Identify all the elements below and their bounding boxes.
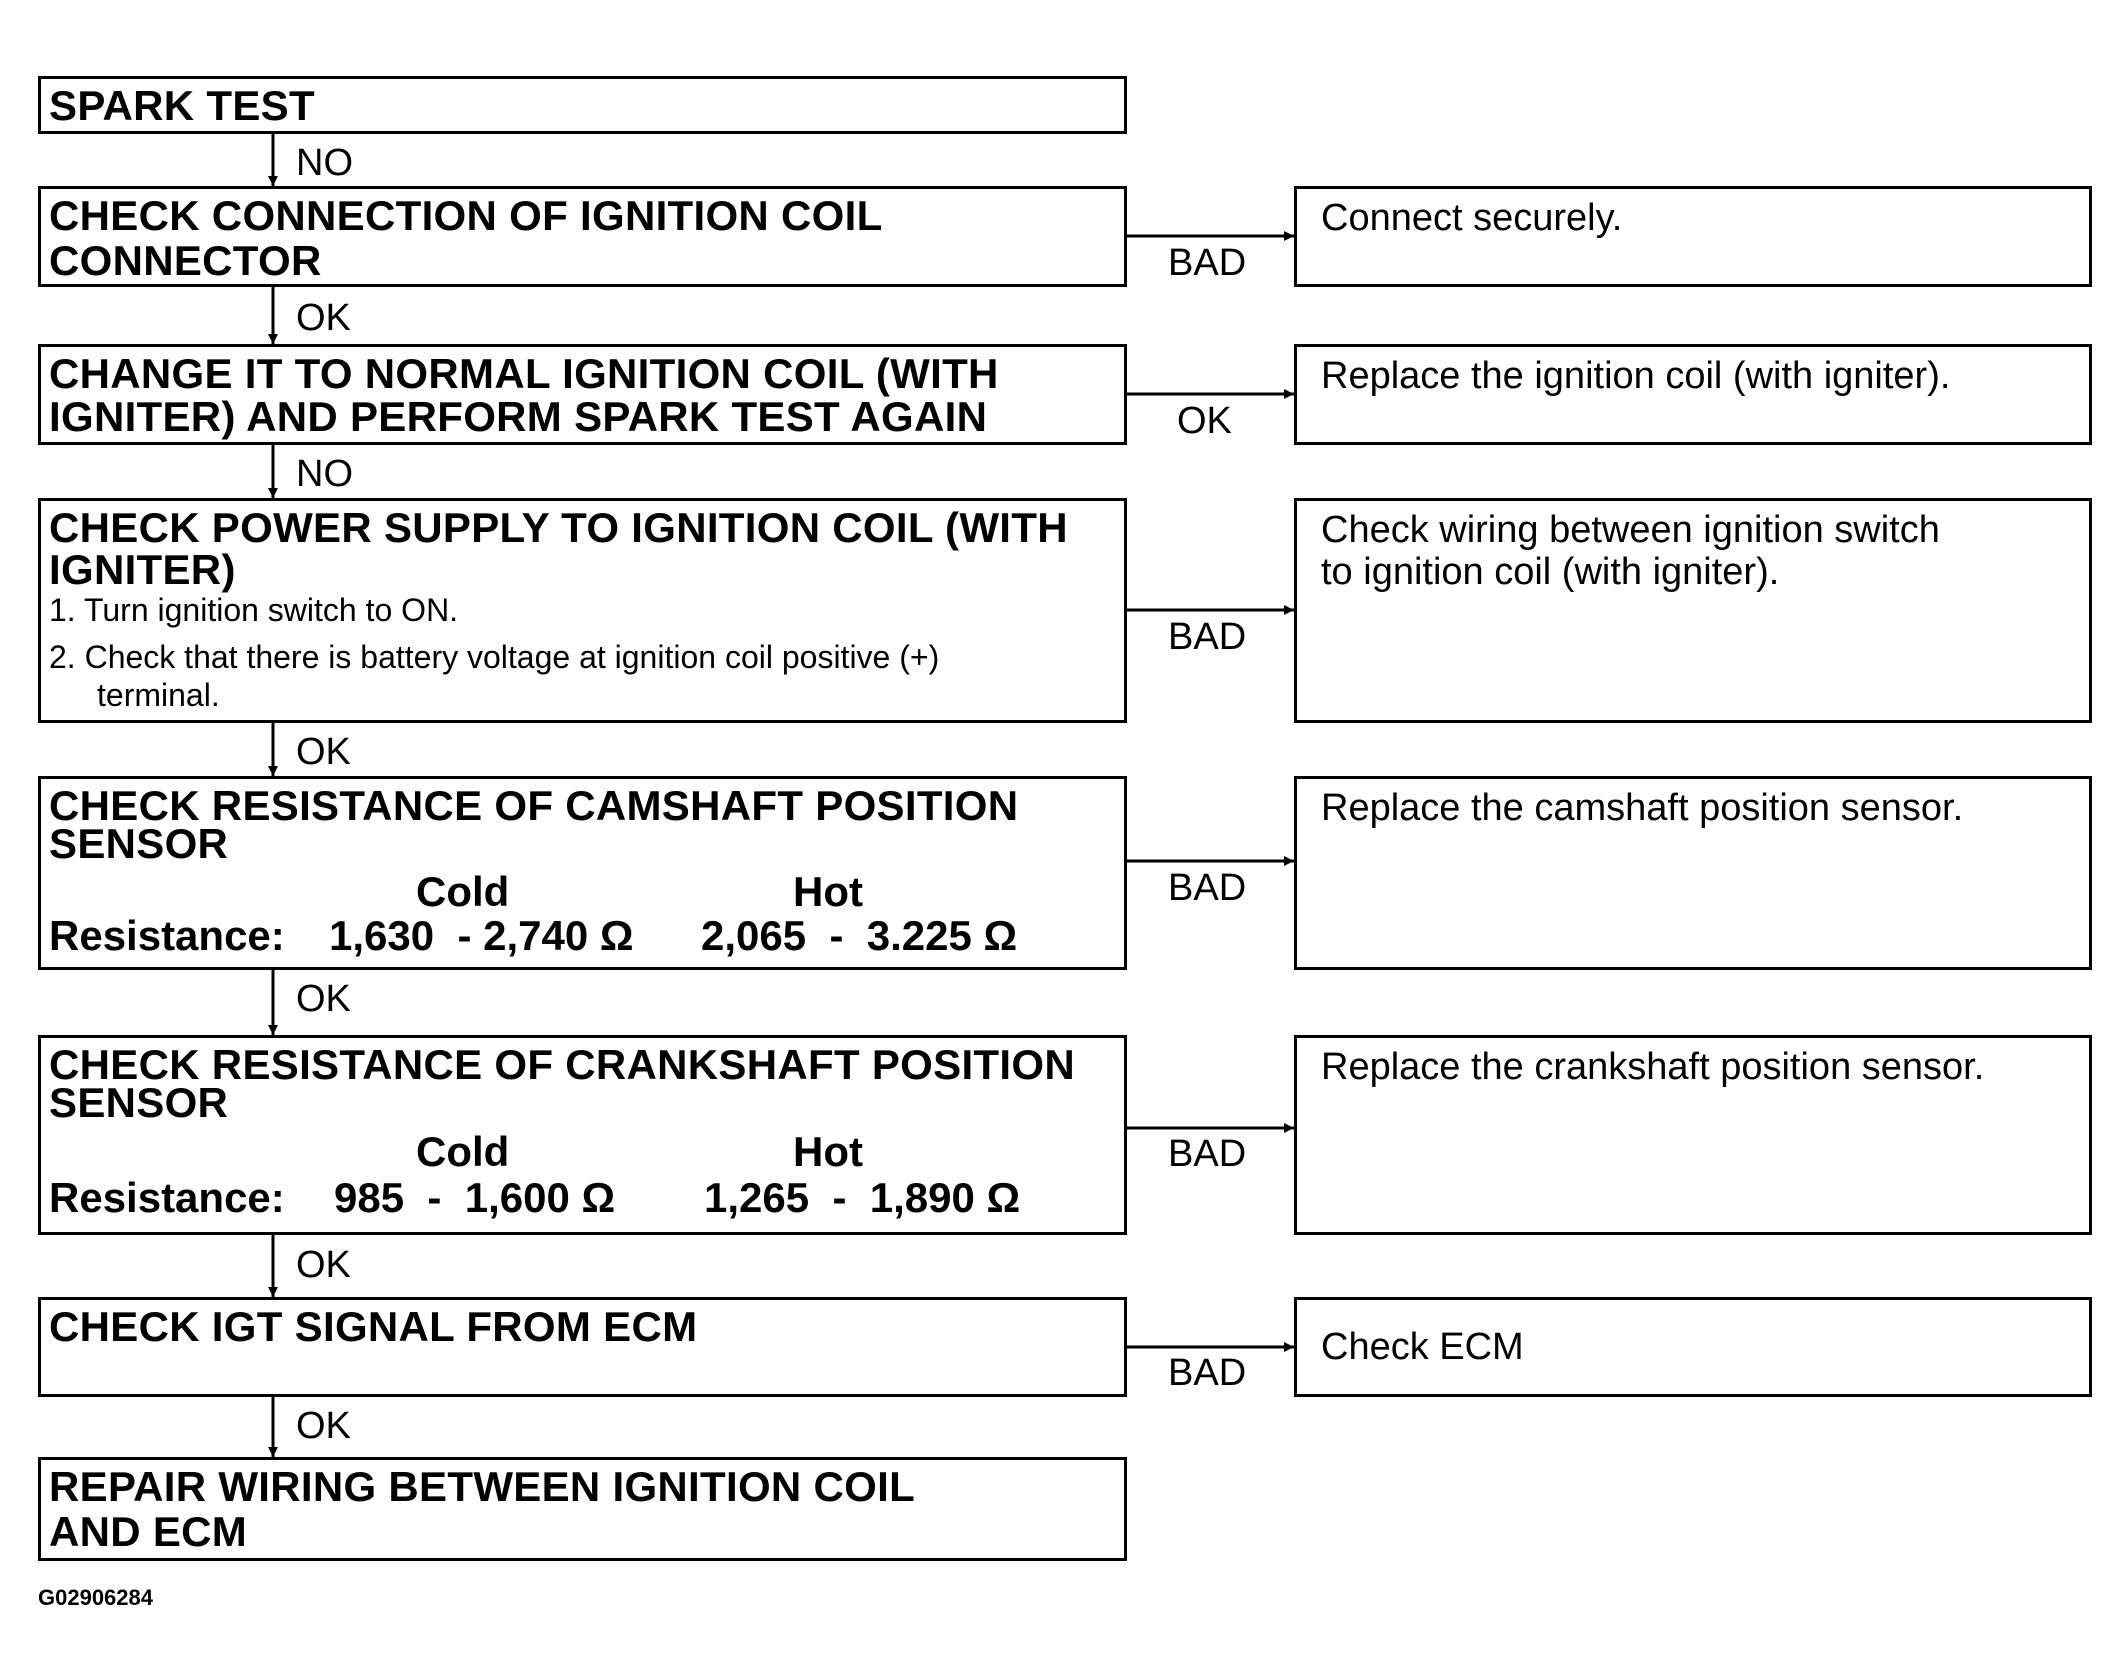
step-title-line-2: CONNECTOR: [49, 237, 322, 284]
step-title: CHECK IGT SIGNAL FROM ECM: [49, 1303, 698, 1350]
action-replace-ignition-coil: Replace the ignition coil (with igniter)…: [1294, 344, 2092, 445]
edge-label-connection-to-action: BAD: [1168, 242, 1247, 284]
hot-resistance-range: 2,065 - 3.225 Ω: [701, 912, 1018, 959]
action-text: Replace the camshaft position sensor.: [1321, 787, 1964, 829]
edge-label-change-to-action: OK: [1177, 400, 1232, 442]
step-title-line-1: CHECK CONNECTION OF IGNITION COIL: [49, 192, 883, 239]
edge-label-crankshaft-to-igt: OK: [296, 1244, 351, 1286]
step-title-line-2: IGNITER): [49, 546, 236, 593]
edge-label-change-to-power: NO: [296, 453, 353, 495]
step-title-line-2: SENSOR: [49, 1079, 229, 1126]
action-replace-camshaft-sensor: Replace the camshaft position sensor.: [1294, 776, 2092, 970]
step-repair-wiring: REPAIR WIRING BETWEEN IGNITION COIL AND …: [38, 1457, 1127, 1561]
step-title-line-1: REPAIR WIRING BETWEEN IGNITION COIL: [49, 1463, 916, 1510]
action-text: Check ECM: [1321, 1326, 1524, 1368]
substep-1: 1. Turn ignition switch to ON.: [49, 592, 459, 628]
step-title-line-2: AND ECM: [49, 1508, 248, 1555]
step-title-line-2: SENSOR: [49, 820, 229, 867]
edge-label-crankshaft-to-action: BAD: [1168, 1133, 1247, 1175]
edge-label-igt-to-repair: OK: [296, 1405, 351, 1447]
edge-label-power-to-camshaft: OK: [296, 731, 351, 773]
hot-column-header: Hot: [793, 1128, 863, 1175]
action-connect-securely: Connect securely.: [1294, 186, 2092, 287]
step-title-line-1: CHECK POWER SUPPLY TO IGNITION COIL (WIT…: [49, 504, 1068, 551]
hot-resistance-range: 1,265 - 1,890 Ω: [704, 1174, 1021, 1221]
cold-resistance-range: 1,630 - 2,740 Ω: [329, 912, 634, 959]
edge-label-power-to-action: BAD: [1168, 616, 1247, 658]
edge-label-spark-to-connection: NO: [296, 142, 353, 184]
action-text: Replace the ignition coil (with igniter)…: [1321, 355, 1951, 397]
action-replace-crankshaft-sensor: Replace the crankshaft position sensor.: [1294, 1035, 2092, 1235]
cold-resistance-range: 985 - 1,600 Ω: [334, 1174, 616, 1221]
edge-label-camshaft-to-action: BAD: [1168, 867, 1247, 909]
edge-label-igt-to-action: BAD: [1168, 1352, 1247, 1394]
step-title-line-1: CHECK RESISTANCE OF CAMSHAFT POSITION: [49, 782, 1019, 829]
action-text-line-1: Check wiring between ignition switch: [1321, 509, 1940, 551]
action-check-wiring: Check wiring between ignition switch to …: [1294, 498, 2092, 723]
edge-label-connection-to-change: OK: [296, 297, 351, 339]
resistance-label: Resistance:: [49, 1174, 285, 1221]
action-check-ecm: Check ECM: [1294, 1297, 2092, 1397]
cold-column-header: Cold: [416, 1128, 510, 1175]
step-spark-test: SPARK TEST: [38, 76, 1127, 134]
action-text-line-2: to ignition coil (with igniter).: [1321, 551, 1780, 593]
step-check-igt-signal: CHECK IGT SIGNAL FROM ECM: [38, 1297, 1127, 1397]
step-check-crankshaft-resistance: CHECK RESISTANCE OF CRANKSHAFT POSITION …: [38, 1035, 1127, 1235]
step-title: SPARK TEST: [49, 82, 315, 129]
step-title-line-1: CHANGE IT TO NORMAL IGNITION COIL (WITH: [49, 350, 999, 397]
figure-id: G02906284: [38, 1585, 153, 1610]
hot-column-header: Hot: [793, 868, 863, 915]
step-check-connection: CHECK CONNECTION OF IGNITION COIL CONNEC…: [38, 186, 1127, 287]
step-change-coil: CHANGE IT TO NORMAL IGNITION COIL (WITH …: [38, 344, 1127, 445]
substep-2-line-1: 2. Check that there is battery voltage a…: [49, 639, 940, 675]
cold-column-header: Cold: [416, 868, 510, 915]
resistance-label: Resistance:: [49, 912, 285, 959]
step-check-power-supply: CHECK POWER SUPPLY TO IGNITION COIL (WIT…: [38, 498, 1127, 723]
step-title-line-1: CHECK RESISTANCE OF CRANKSHAFT POSITION: [49, 1041, 1075, 1088]
edge-label-camshaft-to-crankshaft: OK: [296, 978, 351, 1020]
step-check-camshaft-resistance: CHECK RESISTANCE OF CAMSHAFT POSITION SE…: [38, 776, 1127, 970]
action-text: Connect securely.: [1321, 197, 1623, 239]
action-text: Replace the crankshaft position sensor.: [1321, 1046, 1985, 1088]
step-title-line-2: IGNITER) AND PERFORM SPARK TEST AGAIN: [49, 393, 988, 440]
substep-2-line-2: terminal.: [97, 677, 220, 713]
